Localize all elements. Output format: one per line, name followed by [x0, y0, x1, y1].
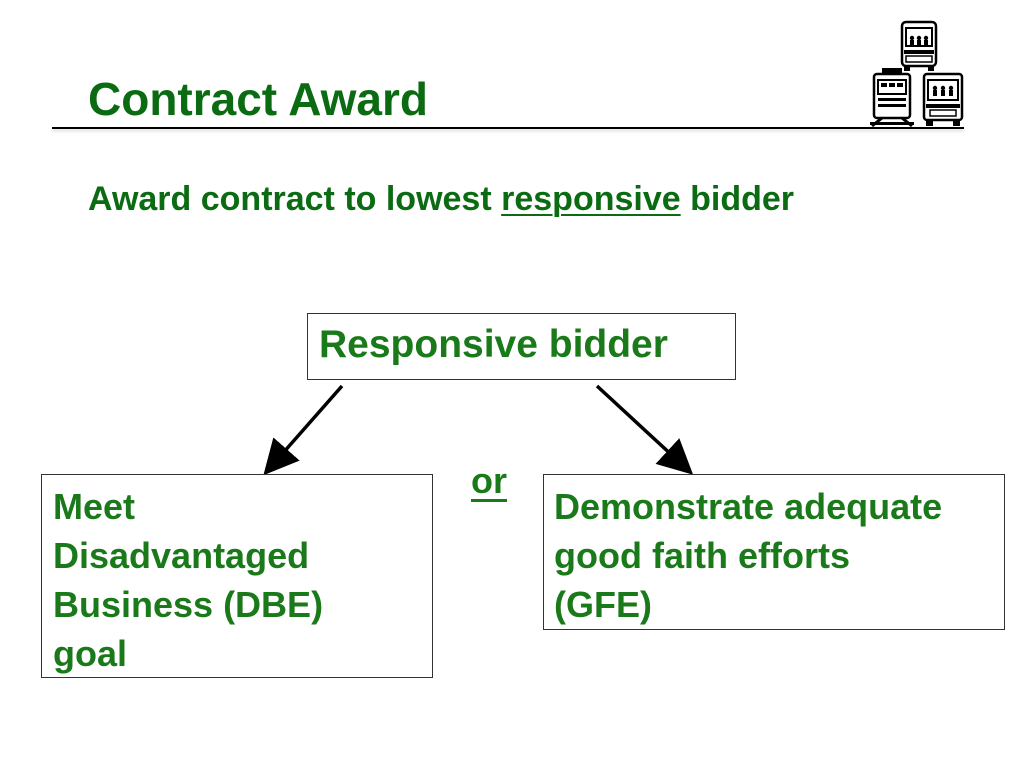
gfe-box: Demonstrate adequate good faith efforts … [543, 474, 1005, 630]
dbe-line-4: goal [53, 633, 128, 674]
bus-icon [922, 72, 964, 126]
subtitle-text-pre: Award contract to lowest [88, 180, 502, 218]
responsive-bidder-box: Responsive bidder [307, 313, 736, 380]
dbe-line-2: Disadvantaged [53, 535, 310, 576]
arrow-to-gfe [595, 384, 694, 475]
gfe-line-3: (GFE) [554, 584, 652, 625]
dbe-line-3: Business (DBE) [53, 584, 324, 625]
slide-title: Contract Award [88, 73, 428, 125]
gfe-line-2: good faith efforts [554, 535, 850, 576]
bus-icon [900, 20, 938, 71]
train-icon [870, 68, 914, 128]
transit-vehicles-icon [870, 20, 964, 128]
or-connector: or [471, 460, 507, 501]
title-divider [52, 127, 964, 129]
subtitle-text-post: bidder [680, 180, 794, 218]
dbe-goal-box: Meet Disadvantaged Business (DBE) goal [41, 474, 433, 678]
subtitle-emphasis: responsive [501, 180, 681, 218]
slide-subtitle: Award contract to lowest responsive bidd… [88, 180, 794, 218]
arrow-to-dbe [263, 384, 344, 476]
gfe-line-1: Demonstrate adequate [554, 486, 943, 527]
dbe-line-1: Meet [53, 486, 136, 527]
